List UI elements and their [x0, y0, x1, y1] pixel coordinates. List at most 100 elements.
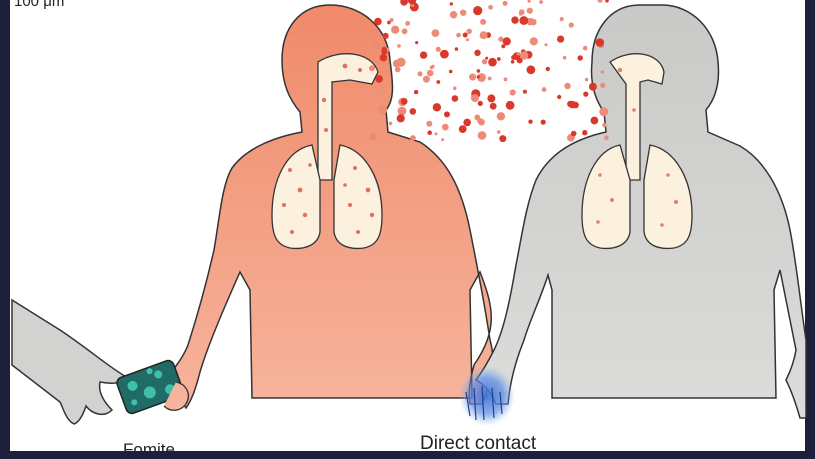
- aerosol-droplet: [433, 103, 441, 111]
- aerosol-droplet: [557, 95, 561, 99]
- aerosol-droplet: [480, 31, 488, 39]
- bottom-frame: [0, 451, 815, 459]
- aerosol-droplet: [369, 134, 376, 141]
- aerosol-droplet: [506, 101, 515, 110]
- aerosol-droplet: [391, 26, 399, 34]
- aerosol-droplet: [498, 37, 503, 42]
- aerosol-droplet: [441, 138, 444, 141]
- aerosol-droplet: [393, 60, 401, 68]
- aerosol-droplet: [453, 87, 457, 91]
- aerosol-droplet: [560, 17, 564, 21]
- aerosol-droplet: [497, 57, 501, 61]
- aerosol-droplet: [582, 130, 587, 135]
- aerosol-droplet: [426, 121, 432, 127]
- aerosol-droplet: [430, 66, 433, 69]
- aerosol-droplet: [432, 29, 440, 37]
- aerosol-droplet: [469, 73, 476, 80]
- aerosol-droplet: [602, 123, 606, 127]
- aerosol-droplet: [463, 119, 471, 127]
- aerosol-droplet: [401, 98, 408, 105]
- aerosol-droplet: [488, 58, 497, 67]
- aerosol-droplet: [599, 107, 608, 116]
- aerosol-droplet: [504, 78, 508, 82]
- aerosol-droplet: [477, 75, 480, 78]
- aerosol-droplet: [523, 90, 527, 94]
- aerosol-droplet: [455, 47, 459, 51]
- aerosol-droplet: [374, 18, 382, 26]
- aerosol-droplet: [497, 112, 505, 120]
- aerosol-droplet: [387, 21, 391, 25]
- aerosol-droplet: [456, 33, 461, 38]
- aerosol-droplet: [463, 33, 468, 38]
- aerosol-droplet: [528, 120, 532, 124]
- aerosol-droplet: [511, 60, 515, 64]
- aerosol-droplet: [452, 95, 459, 102]
- healthy-person: [476, 5, 806, 418]
- aerosol-droplet: [480, 19, 486, 25]
- aerosol-droplet: [420, 51, 427, 58]
- aerosol-droplet: [467, 29, 472, 34]
- aerosol-droplet: [373, 32, 377, 36]
- aerosol-droplet: [487, 94, 495, 102]
- aerosol-droplet: [569, 22, 574, 27]
- aerosol-droplet: [569, 101, 576, 108]
- aerosol-droplet: [528, 0, 531, 3]
- aerosol-droplet: [444, 111, 450, 117]
- aerosol-droplet: [405, 21, 410, 26]
- aerosol-droplet: [477, 118, 483, 124]
- aerosol-droplet: [414, 90, 418, 94]
- aerosol-droplet: [435, 132, 438, 135]
- aerosol-droplet: [382, 47, 387, 52]
- aerosol-droplet: [442, 124, 449, 131]
- aerosol-droplet: [450, 11, 457, 18]
- aerosol-droplet: [449, 70, 453, 74]
- aerosol-droplet: [427, 131, 432, 136]
- aerosol-droplet: [410, 108, 417, 115]
- aerosol-droplet: [466, 38, 469, 41]
- aerosol-droplet: [436, 80, 440, 84]
- aerosol-droplet: [499, 135, 506, 142]
- aerosol-droplet: [583, 46, 588, 51]
- aerosol-droplet: [436, 47, 441, 52]
- aerosol-droplet: [583, 92, 588, 97]
- aerosol-droplet: [375, 75, 383, 83]
- aerosol-droplet: [415, 41, 418, 44]
- aerosol-droplet: [488, 5, 493, 10]
- aerosol-droplet: [541, 120, 546, 125]
- aerosol-droplet: [474, 50, 480, 56]
- aerosol-droplet: [527, 65, 536, 74]
- aerosol-droplet: [369, 65, 375, 71]
- aerosol-droplet: [564, 83, 570, 89]
- aerosol-droplet: [459, 125, 467, 133]
- aerosol-droplet: [477, 69, 481, 73]
- aerosol-droplet: [460, 10, 466, 16]
- aerosol-cloud: [369, 0, 609, 142]
- aerosol-droplet: [510, 89, 516, 95]
- aerosol-droplet: [402, 28, 408, 34]
- aerosol-droplet: [410, 135, 416, 141]
- aerosol-droplet: [485, 57, 488, 60]
- aerosol-droplet: [544, 43, 547, 46]
- aerosol-droplet: [530, 37, 538, 45]
- aerosol-droplet: [601, 70, 604, 73]
- aerosol-droplet: [397, 114, 405, 122]
- aerosol-droplet: [517, 52, 521, 56]
- aerosol-droplet: [598, 0, 603, 3]
- aerosol-droplet: [600, 83, 605, 88]
- aerosol-droplet: [389, 122, 393, 126]
- aerosol-droplet: [519, 16, 528, 25]
- aerosol-droplet: [520, 51, 528, 59]
- aerosol-droplet: [427, 70, 434, 77]
- aerosol-droplet: [400, 0, 408, 6]
- aerosol-droplet: [478, 101, 483, 106]
- aerosol-droplet: [440, 50, 449, 59]
- aerosol-droplet: [503, 37, 511, 45]
- aerosol-droplet: [591, 117, 599, 125]
- aerosol-droplet: [557, 36, 564, 43]
- aerosol-droplet: [378, 106, 387, 115]
- aerosol-droplet: [605, 0, 609, 3]
- aerosol-droplet: [397, 44, 401, 48]
- aerosol-droplet: [589, 83, 597, 91]
- aerosol-droplet: [563, 56, 567, 60]
